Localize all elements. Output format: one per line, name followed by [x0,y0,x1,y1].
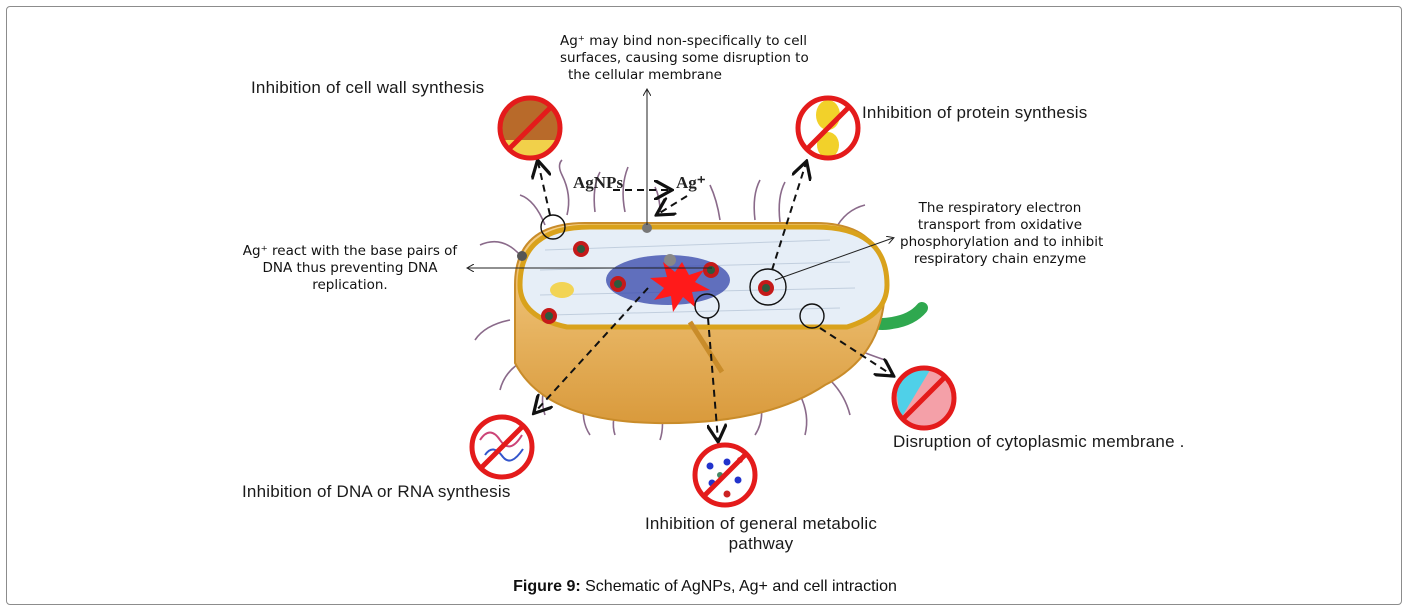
prohibit-metabolic [692,442,758,508]
label-metabolic-pathway: Inhibition of general metabolic pathway [644,514,878,553]
arrow-metabolic [708,317,718,440]
prohibit-dna-rna [469,414,535,480]
prohibit-protein [795,95,861,161]
label-protein-synthesis: Inhibition of protein synthesis [862,103,1088,122]
red-burst [650,262,710,312]
arrow-cell-wall [538,162,550,216]
label-cytoplasmic-membrane: Disruption of cytoplasmic membrane . [893,432,1185,451]
arrow-protein [771,163,806,271]
caption-label: Figure 9: [513,578,581,595]
label-dna-rna-synthesis: Inhibition of DNA or RNA synthesis [242,482,511,501]
arrow-respiratory-note [774,238,893,281]
nanoparticles [517,223,774,324]
dna-note: Ag⁺ react with the base pairs of DNA thu… [242,243,458,293]
prohibit-cytoplasmic [891,365,957,431]
arrow-dna-rna [535,287,649,412]
figure-caption: Figure 9: Schematic of AgNPs, Ag+ and ce… [0,578,1410,596]
label-agnps: AgNPs [573,173,624,192]
label-ag-ion: Ag⁺ [676,173,706,192]
respiratory-note: The respiratory electron transport from … [900,200,1104,267]
cell-surface-note: Ag⁺ may bind non-specifically to cell su… [560,33,809,83]
arrow-ag-cell [658,195,688,214]
prohibit-cell-wall [497,95,563,161]
label-cell-wall-synthesis: Inhibition of cell wall synthesis [251,78,485,97]
arrow-cytoplasmic [819,327,892,375]
figure-frame [6,6,1402,605]
caption-text: Schematic of AgNPs, Ag+ and cell intract… [580,578,897,595]
